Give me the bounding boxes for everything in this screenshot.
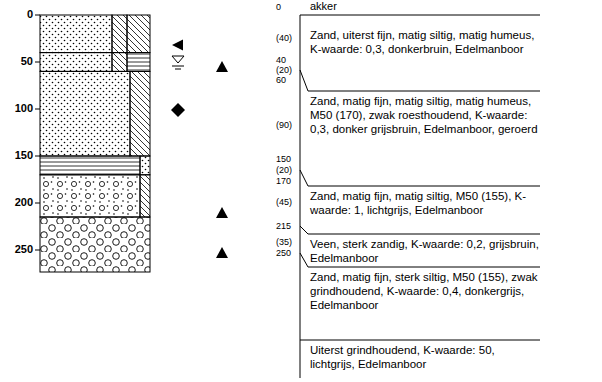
tick [35,62,40,63]
humus-band [140,175,150,217]
interval-thickness: (45) [276,197,292,208]
depth-mark: 170 [276,176,291,187]
humus-band [127,15,150,53]
layer-description: Zand, matig fijn, matig siltig, matig hu… [310,94,540,136]
leader-lines [300,15,540,378]
leader-line [300,170,540,186]
tick [35,203,40,204]
humus-band [130,71,150,156]
layer-description: Veen, sterk zandig, K-waarde: 0,2, grijs… [310,237,540,265]
peat-layer [40,175,140,217]
gravel-layer [40,217,150,272]
depth-mark: 215 [276,221,291,232]
leader-line [300,15,301,378]
tick [35,15,40,16]
water-level-line [175,69,181,70]
interval-thickness: (35) [276,237,292,248]
silt-layer [40,156,140,175]
layer-description: Zand, matig fijn, sterk siltig, M50 (155… [310,270,540,312]
depth-mark: 60 [276,75,286,86]
diamond-marker [171,103,185,117]
tick [35,156,40,157]
leader-line [300,340,540,341]
sand-layer [40,71,130,156]
depth-axis-number: 250 [15,243,33,256]
interval-thickness: (90) [276,120,292,131]
sand-band [140,156,150,175]
depth-mark: 250 [276,248,291,259]
depth-axis-number: 50 [21,55,33,68]
humus-band [112,53,127,72]
humus-band [112,15,127,53]
depth-mark: 40 [276,55,286,66]
layer-description: Uiterst grindhoudend, K-waarde: 50, lich… [310,343,540,371]
tick [35,250,40,251]
leader-line [300,226,540,234]
depth-mark: 150 [276,154,291,165]
interval-thickness: (20) [276,165,292,176]
layer-description: Zand, matig fijn, matig siltig, M50 (155… [310,189,540,217]
sample-marker [172,40,183,51]
layer-description: Zand, uiterst fijn, matig siltig, matig … [310,28,540,56]
sample-triangle [216,247,228,258]
tick [35,109,40,110]
leader-line [300,15,540,16]
interval-thickness: (20) [276,65,292,76]
depth-axis-number: 100 [15,102,33,115]
depth-axis-number: 200 [15,196,33,209]
sand-layer [40,15,112,53]
depth-axis-number: 0 [27,8,33,21]
water-level-triangle [172,56,184,63]
water-table-symbol [172,56,184,69]
leader-line [300,70,540,91]
interval-thickness: (40) [276,33,292,44]
depth-mark: 0 [276,2,281,13]
surface-label: akker [310,0,337,13]
depth-axis-number: 150 [15,149,33,162]
silt-band [127,53,150,72]
depth-ticks [35,15,40,250]
lithology-column [40,15,150,272]
sample-triangle [216,61,228,72]
sand-layer [40,53,112,72]
sample-triangle [216,207,228,218]
water-level-line [172,66,184,67]
